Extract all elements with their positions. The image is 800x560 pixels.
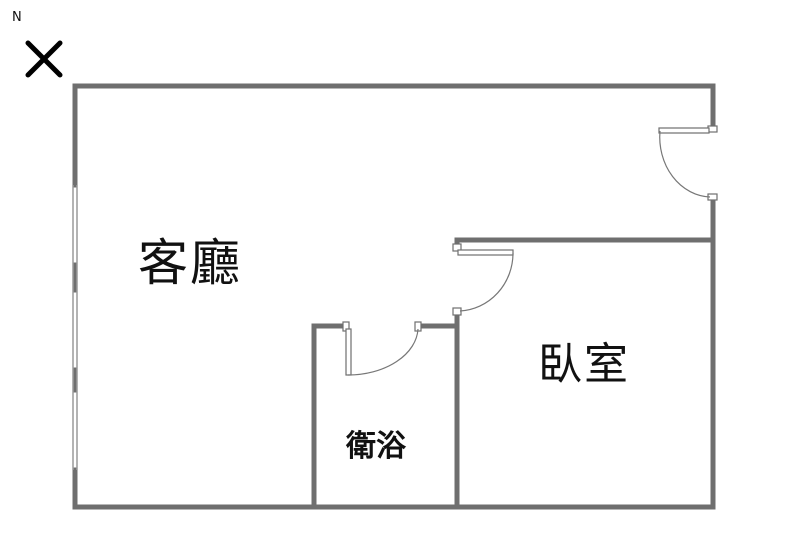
outer-walls bbox=[72, 83, 716, 510]
entrance-door bbox=[658, 125, 718, 201]
bathroom-door bbox=[342, 321, 422, 376]
interior-walls bbox=[311, 237, 716, 510]
north-label: N bbox=[12, 10, 22, 25]
bedroom-door bbox=[452, 243, 514, 316]
living-room-label: 客廳 bbox=[138, 234, 242, 292]
west-windows bbox=[72, 185, 78, 470]
bedroom-label: 臥室 bbox=[538, 339, 630, 390]
north-x-icon bbox=[25, 40, 63, 78]
bathroom-label: 衛浴 bbox=[346, 429, 406, 464]
